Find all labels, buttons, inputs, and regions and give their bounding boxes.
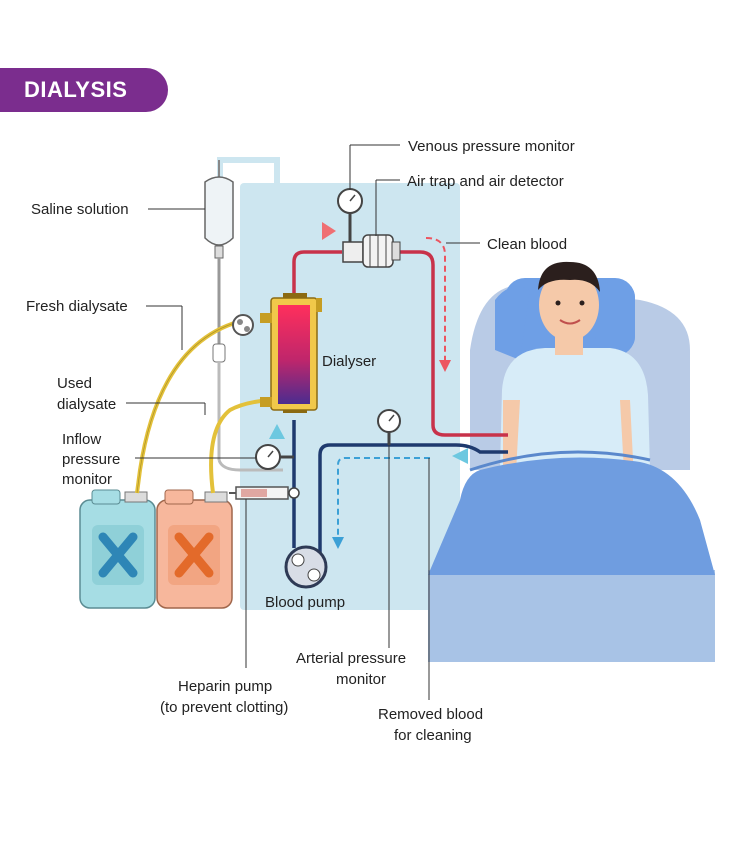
dialyser-label: Dialyser [322,353,376,370]
dialyser [260,293,322,413]
air-trap-label: Air trap and air detector [407,173,564,190]
used-dialysate-label-2: dialysate [57,396,116,413]
removed-blood-line-b [313,443,508,564]
removed-blood-flow-arrow [337,457,430,540]
inflow-label-2: pressure [62,451,120,468]
heparin-label-1: Heparin pump [178,678,272,695]
inflow-label-3: monitor [62,471,112,488]
saline-label: Saline solution [31,201,129,218]
clean-blood-label: Clean blood [487,236,567,253]
inflow-pressure-gauge [255,444,294,470]
dialysate-gauge [232,314,254,336]
used-dialysate-canister [156,489,233,609]
clean-blood-line-a [292,250,342,293]
bed-blanket [428,450,715,575]
used-dialysate-label-1: Used [57,375,92,392]
title-banner: DIALYSIS [0,68,168,112]
clean-flow-marker [322,222,336,240]
removed-label-1: Removed blood [378,706,483,723]
arterial-label-2: monitor [336,671,386,688]
arterial-pressure-gauge [377,409,401,445]
clean-blood-line-b [398,250,508,437]
removed-flow-marker [452,448,468,464]
removed-label-2: for cleaning [394,727,472,744]
leader-lines [126,144,480,700]
fresh-dialysate-canister [79,489,156,609]
blood-pump [284,545,328,589]
air-trap [342,234,401,268]
heparin-pump [229,486,300,500]
pump-flow-marker [269,424,285,439]
page-title: DIALYSIS [24,77,128,102]
blood-pump-label: Blood pump [265,594,345,611]
venous-pressure-label: Venous pressure monitor [408,138,575,155]
clean-blood-flow-arrow [425,237,446,365]
inflow-label-1: Inflow [62,431,101,448]
fresh-dialysate-label: Fresh dialysate [26,298,128,315]
heparin-label-2: (to prevent clotting) [160,699,288,716]
fresh-dialysate-line [135,318,246,494]
used-dialysate-line [209,398,271,494]
arterial-label-1: Arterial pressure [296,650,406,667]
